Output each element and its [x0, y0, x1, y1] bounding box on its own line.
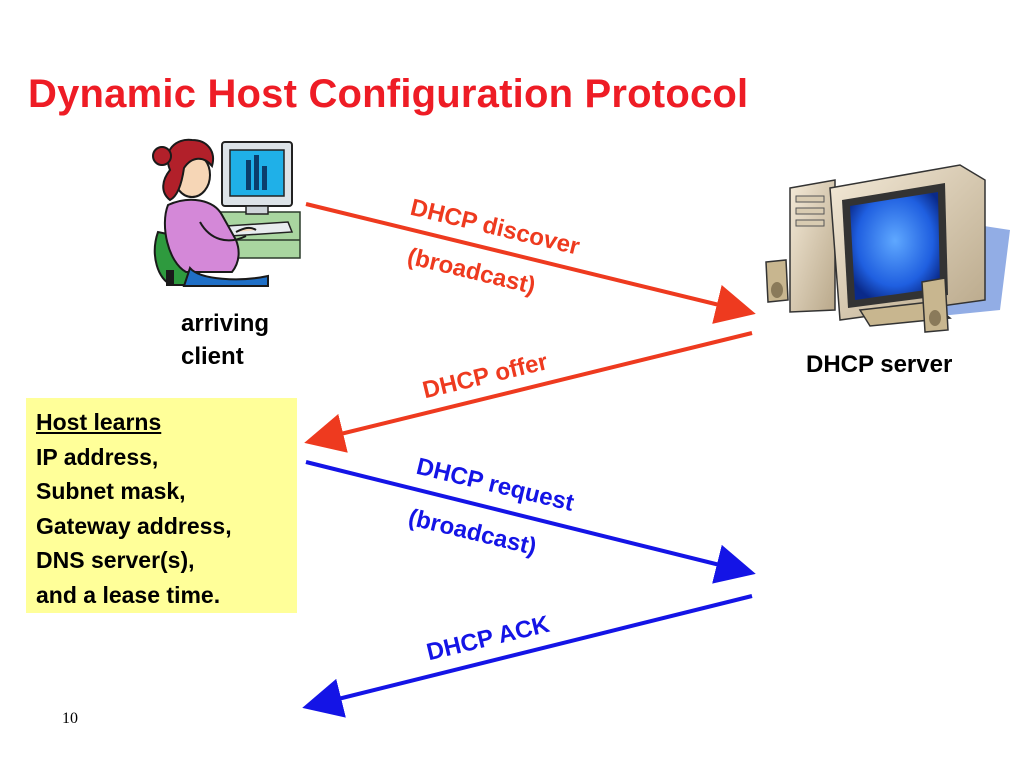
page-number: 10 [62, 710, 78, 727]
client-label-line1: arriving [181, 310, 270, 337]
info-line: IP address, [36, 443, 159, 470]
host-learns-box: Host learns IP address, Subnet mask, Gat… [26, 398, 297, 613]
desktop-computer-icon [765, 164, 1010, 333]
client-label-line2: client [181, 343, 244, 370]
server-label: DHCP server [806, 351, 953, 378]
info-line: DNS server(s), [36, 547, 195, 573]
arrow-dhcp-ack [302, 594, 753, 718]
client-label: arriving client [181, 307, 269, 373]
arrow-dhcp-request [305, 460, 756, 584]
info-line: Gateway address, [36, 512, 232, 539]
info-line: Subnet mask, [36, 478, 186, 504]
slide-title: Dynamic Host Configuration Protocol [28, 72, 749, 116]
arrow-dhcp-offer [304, 331, 753, 453]
info-box-heading: Host learns [36, 409, 162, 435]
info-line: and a lease time. [36, 581, 221, 608]
arrow-dhcp-discover [305, 202, 756, 324]
person-at-computer-icon [152, 138, 301, 287]
